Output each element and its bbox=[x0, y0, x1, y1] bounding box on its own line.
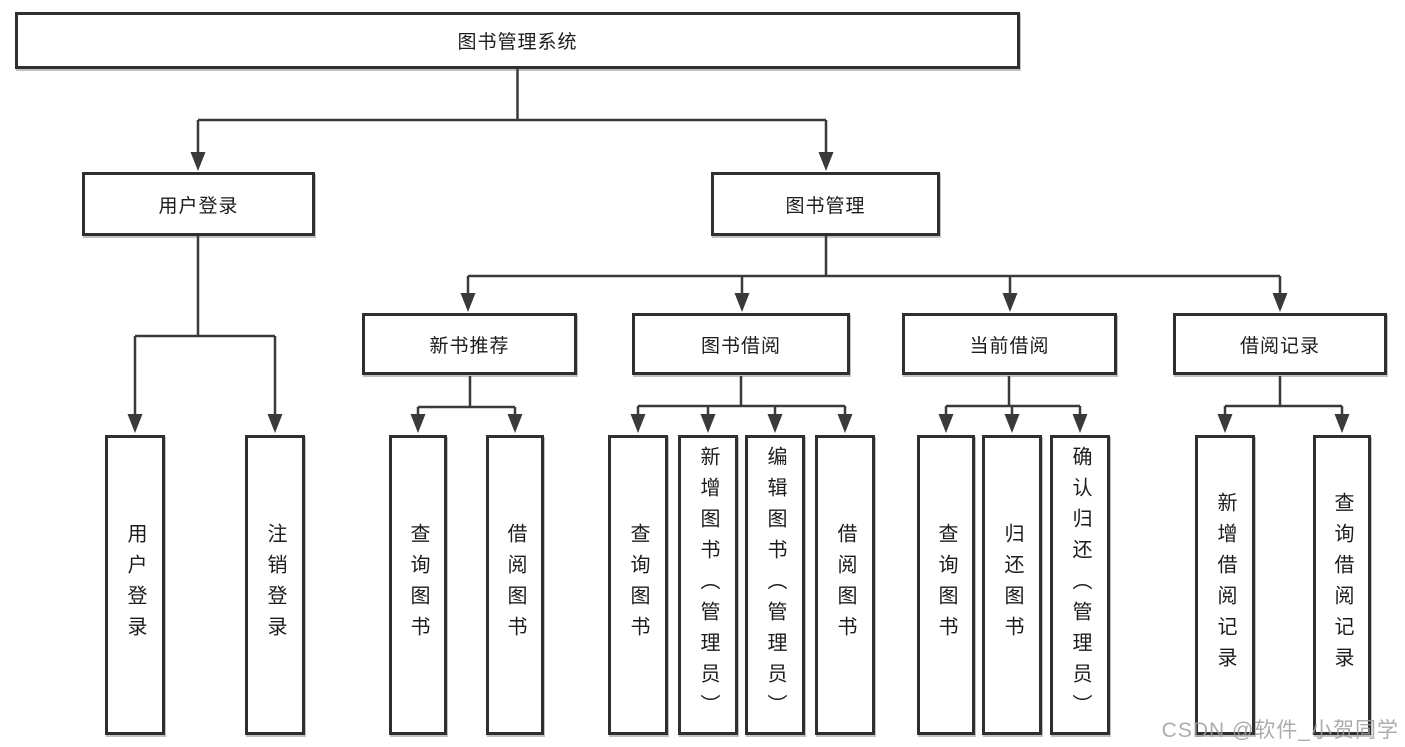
leaf-current-confirm-return-admin: 确认归还（管理员） bbox=[1050, 435, 1110, 735]
leaf-records-add-record: 新增借阅记录 bbox=[1195, 435, 1255, 735]
leaf-borrow-borrow-books: 借阅图书 bbox=[815, 435, 875, 735]
node-current-borrow: 当前借阅 bbox=[902, 313, 1117, 375]
node-book-borrow: 图书借阅 bbox=[632, 313, 850, 375]
leaf-borrow-edit-books-admin: 编辑图书（管理员） bbox=[745, 435, 805, 735]
leaf-records-query-record: 查询借阅记录 bbox=[1313, 435, 1371, 735]
node-root: 图书管理系统 bbox=[15, 12, 1020, 69]
node-book-management: 图书管理 bbox=[711, 172, 940, 236]
leaf-current-query-books: 查询图书 bbox=[917, 435, 975, 735]
leaf-recommend-query-books: 查询图书 bbox=[389, 435, 447, 735]
csdn-watermark: CSDN @软件_小贺同学 bbox=[1161, 719, 1399, 742]
leaf-borrow-add-books-admin: 新增图书（管理员） bbox=[678, 435, 738, 735]
node-new-book-recommend: 新书推荐 bbox=[362, 313, 577, 375]
node-user-login: 用户登录 bbox=[82, 172, 315, 236]
leaf-logout: 注销登录 bbox=[245, 435, 305, 735]
leaf-borrow-query-books: 查询图书 bbox=[608, 435, 668, 735]
leaf-recommend-borrow-books: 借阅图书 bbox=[486, 435, 544, 735]
leaf-user-login: 用户登录 bbox=[105, 435, 165, 735]
node-borrow-records: 借阅记录 bbox=[1173, 313, 1387, 375]
leaf-current-return-books: 归还图书 bbox=[982, 435, 1042, 735]
